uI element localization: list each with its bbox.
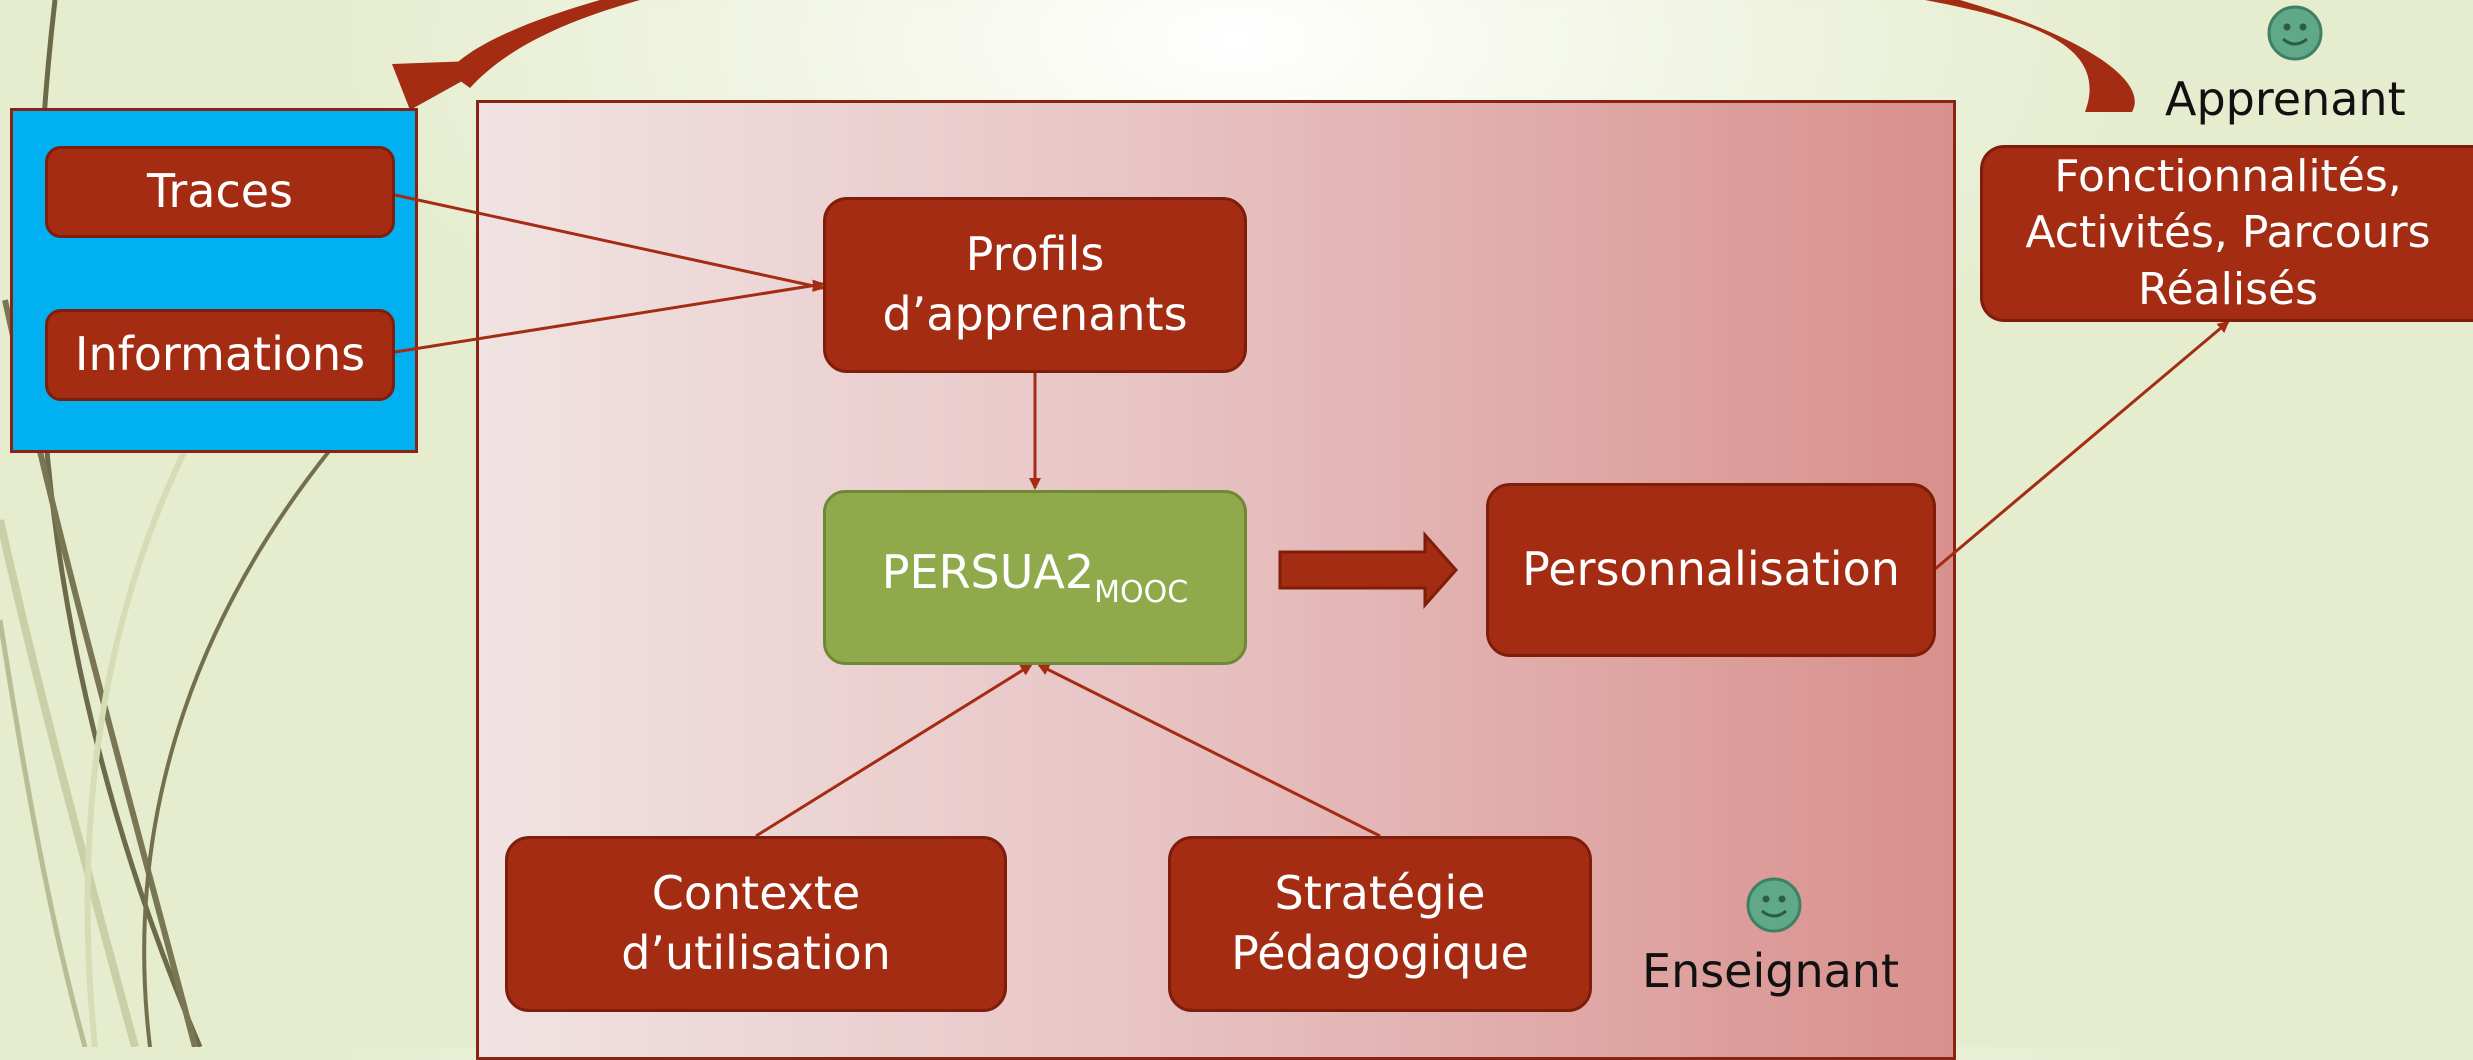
- traces-node: Traces: [45, 146, 395, 238]
- arrow-traces-to-profils: [394, 193, 825, 292]
- contexte-line1: Contexte: [651, 866, 861, 921]
- enseignant-label: Enseignant: [1642, 944, 1899, 998]
- persua-label: PERSUA2MOOC: [882, 545, 1188, 610]
- profils-line1: Profils: [965, 227, 1105, 282]
- arrow-personnalisation-to-output: [1934, 320, 2230, 571]
- strategie-node: Stratégie Pédagogique: [1168, 836, 1592, 1012]
- traces-label: Traces: [147, 164, 293, 219]
- personnalisation-label: Personnalisation: [1522, 542, 1900, 597]
- personnalisation-node: Personnalisation: [1486, 483, 1936, 657]
- output-line3: Réalisés: [2138, 263, 2318, 315]
- persua-subscript: MOOC: [1094, 575, 1189, 610]
- profils-node: Profils d’apprenants: [823, 197, 1247, 373]
- arrow-contexte-to-persua: [755, 663, 1033, 838]
- arrow-strategie-to-persua: [1037, 663, 1381, 838]
- apprenant-label: Apprenant: [2165, 72, 2406, 126]
- output-line1: Fonctionnalités,: [2054, 151, 2402, 203]
- strategie-line1: Stratégie: [1274, 866, 1486, 921]
- arrow-informations-to-profils: [394, 279, 825, 354]
- strategie-line2: Pédagogique: [1231, 926, 1529, 980]
- contexte-node: Contexte d’utilisation: [505, 836, 1007, 1012]
- persua-node: PERSUA2MOOC: [823, 490, 1247, 665]
- arrow-persua-to-personnalisation: [1278, 531, 1459, 609]
- output-node: Fonctionnalités, Activités, Parcours Réa…: [1980, 145, 2473, 322]
- output-line2: Activités, Parcours: [2025, 207, 2431, 259]
- informations-node: Informations: [45, 309, 395, 401]
- enseignant-smiley-icon: [1746, 877, 1802, 933]
- contexte-line2: d’utilisation: [621, 926, 891, 980]
- profils-line2: d’apprenants: [882, 287, 1188, 341]
- apprenant-smiley-icon: [2267, 5, 2323, 61]
- persua-main: PERSUA2: [881, 545, 1095, 599]
- informations-label: Informations: [74, 327, 366, 382]
